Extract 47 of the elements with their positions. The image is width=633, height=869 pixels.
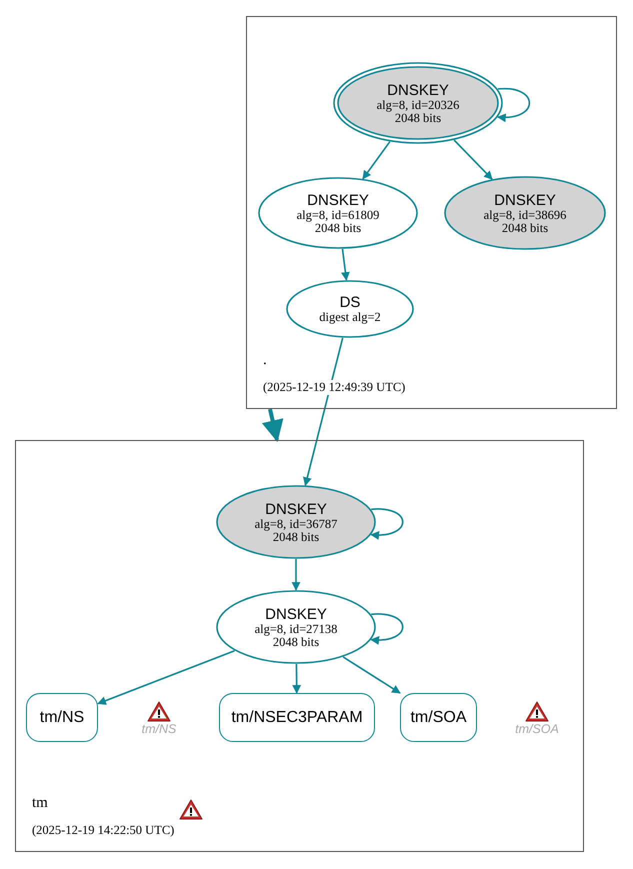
rrset-box (26, 693, 98, 742)
record-detail: 2048 bits (314, 222, 362, 234)
arrow (362, 141, 391, 180)
record-type: DNSKEY (265, 500, 327, 518)
record-detail: alg=8, id=38696 (484, 208, 566, 222)
record-ellipse (216, 590, 376, 664)
timestamp: (2025-12-19 12:49:39 UTC) (263, 380, 406, 395)
arrow (370, 508, 404, 540)
record-type: DNSKEY (307, 192, 369, 208)
record-ellipse (258, 177, 418, 249)
record-detail: alg=8, id=27138 (254, 622, 338, 636)
record-detail: digest alg=2 (319, 311, 381, 324)
record-detail: 2048 bits (272, 636, 320, 648)
rrset-box (219, 693, 375, 742)
record-detail: 2048 bits (502, 222, 548, 234)
record-detail: 2048 bits (272, 530, 320, 544)
rrset-name: tm/NSEC3PARAM (231, 709, 363, 726)
record-ellipse (333, 62, 503, 144)
record-ellipse (286, 280, 414, 338)
rrset-name: tm/NS (40, 709, 84, 726)
arrow (292, 559, 300, 591)
zone-frame (246, 16, 617, 409)
arrow (342, 656, 401, 694)
record-detail: alg=8, id=36787 (254, 518, 338, 530)
timestamp: (2025-12-19 14:22:50 UTC) (32, 823, 174, 838)
arrow (454, 140, 493, 180)
record-detail: 2048 bits (394, 112, 442, 124)
rrset-name: tm/SOA (410, 709, 466, 726)
record-ellipse (444, 176, 606, 250)
record-detail: alg=8, id=61809 (296, 208, 380, 222)
arrow (496, 88, 530, 122)
record-type: DNSKEY (387, 82, 449, 98)
record-detail: alg=8, id=20326 (376, 98, 460, 112)
warning-label: tm/NS (142, 722, 176, 736)
record-type: DS (340, 294, 360, 311)
arrow (262, 408, 284, 442)
arrow (341, 248, 350, 281)
warning-label: tm/SOA (515, 722, 559, 736)
arrow (292, 664, 302, 694)
record-type: DNSKEY (494, 192, 556, 208)
arrow (303, 338, 344, 486)
arrow (370, 613, 404, 644)
record-type: DNSKEY (265, 606, 327, 622)
arrow (97, 650, 235, 705)
zone-frame (15, 440, 584, 852)
record-ellipse (216, 485, 376, 559)
rrset-box (400, 693, 477, 742)
